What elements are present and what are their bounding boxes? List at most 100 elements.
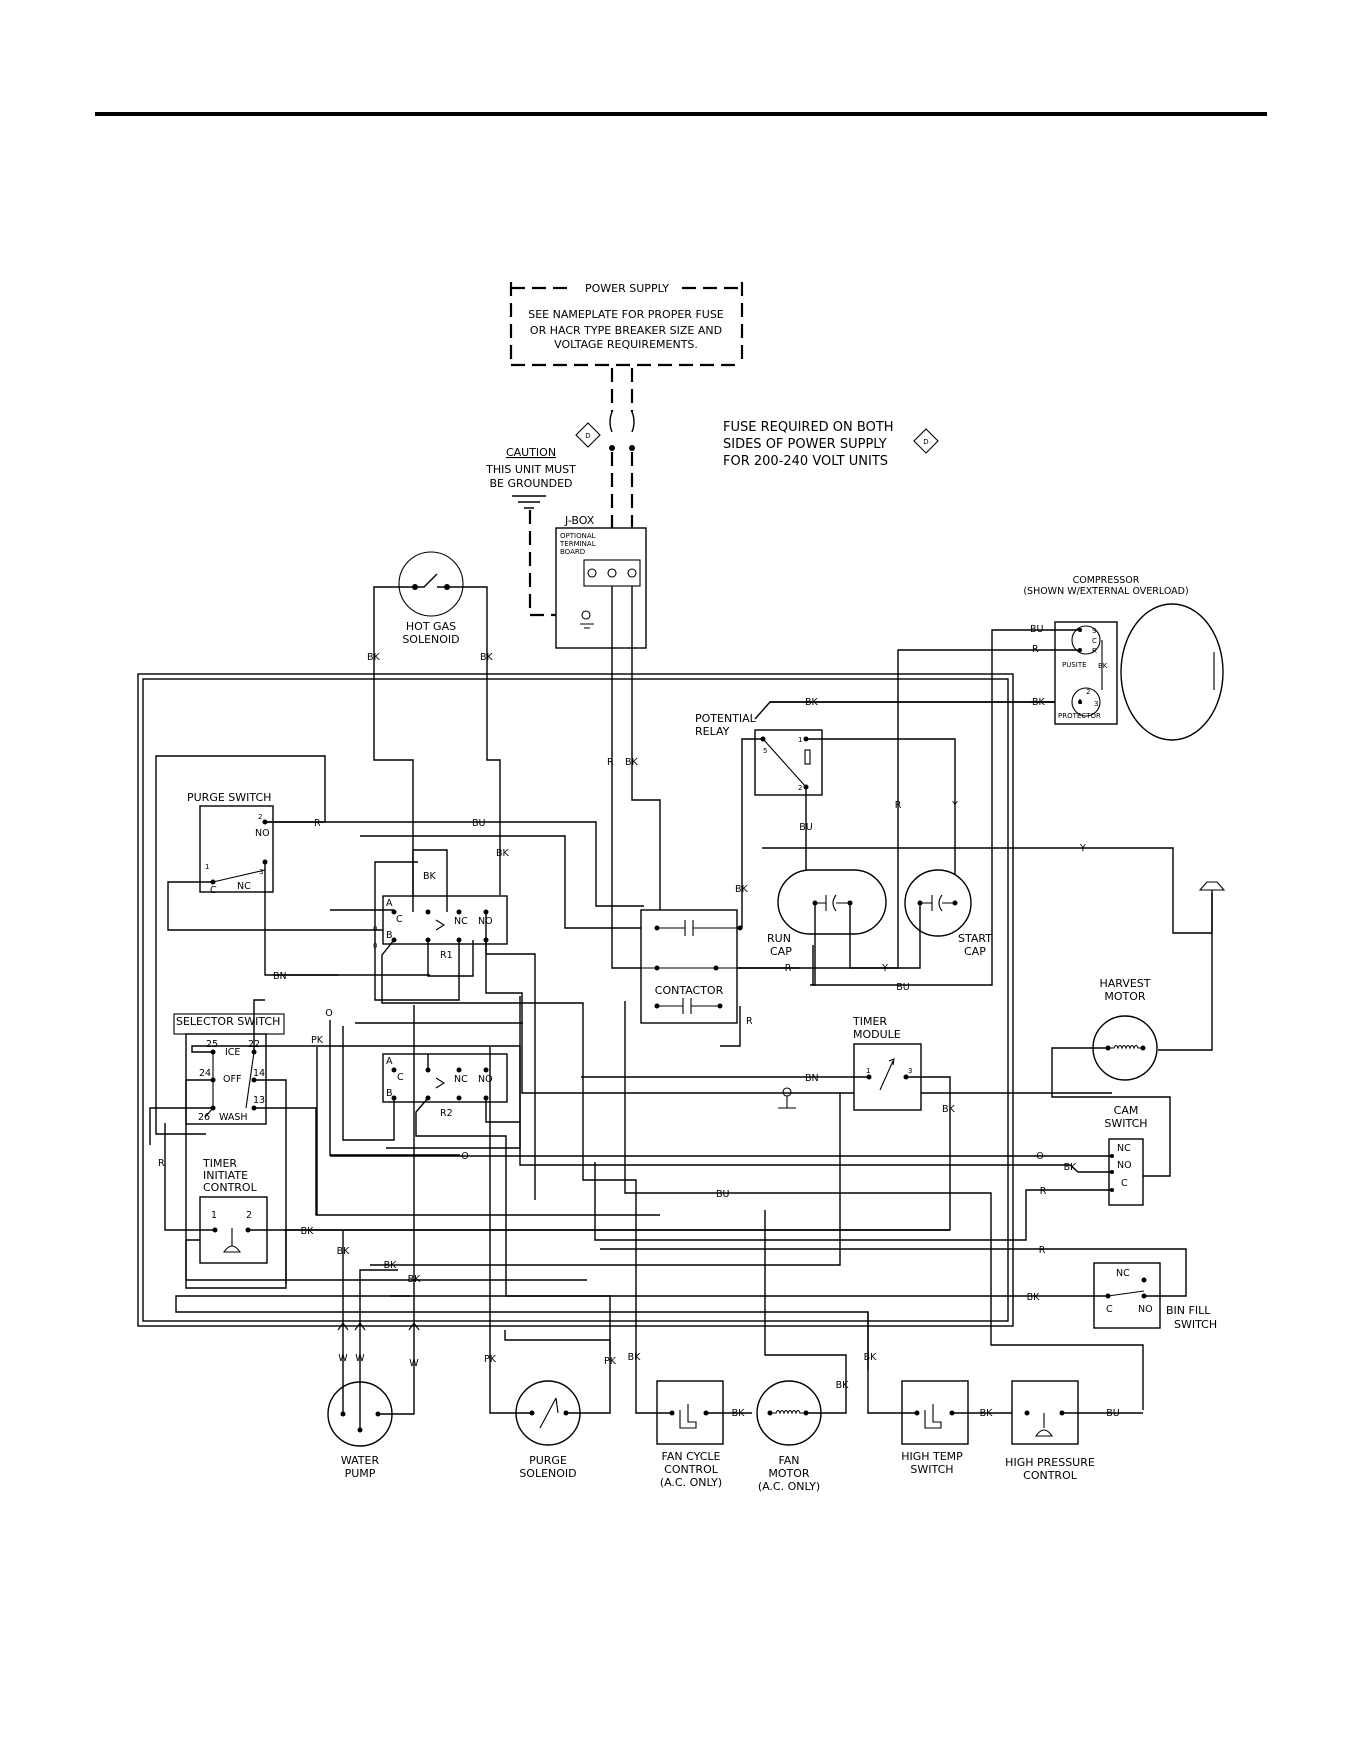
svg-text:CAP: CAP	[770, 945, 792, 958]
svg-text:BK: BK	[864, 1352, 878, 1363]
svg-text:POTENTIAL: POTENTIAL	[695, 712, 757, 725]
svg-text:A: A	[386, 1056, 393, 1067]
timer-module: TIMER MODULE 1 3	[852, 1015, 922, 1111]
contactor: CONTACTOR R	[640, 909, 753, 1047]
svg-text:R: R	[158, 1158, 165, 1169]
svg-text:BK: BK	[628, 1352, 642, 1363]
power-supply-note-3: VOLTAGE REQUIREMENTS.	[554, 338, 698, 351]
svg-text:BU: BU	[472, 818, 486, 829]
fuse-note-line-2: SIDES OF POWER SUPPLY	[723, 437, 887, 452]
svg-text:PUMP: PUMP	[345, 1467, 376, 1480]
svg-text:MODULE: MODULE	[853, 1028, 901, 1041]
svg-text:START: START	[958, 932, 992, 945]
svg-text:PURGE SWITCH: PURGE SWITCH	[187, 791, 271, 804]
svg-text:C: C	[396, 914, 403, 925]
j-box-title: J-BOX	[564, 514, 595, 527]
svg-text:BK: BK	[337, 1246, 351, 1257]
potential-relay: POTENTIAL RELAY 5 1 2 BU R Y BK	[695, 712, 958, 929]
svg-text:C: C	[1092, 637, 1097, 645]
svg-text:R: R	[895, 800, 902, 811]
svg-text:O: O	[1036, 1151, 1043, 1162]
svg-text:CONTACTOR: CONTACTOR	[655, 984, 724, 997]
svg-text:NO: NO	[1117, 1160, 1132, 1171]
svg-text:2: 2	[798, 784, 802, 792]
svg-text:NO: NO	[478, 1074, 493, 1085]
svg-text:BN: BN	[273, 971, 287, 982]
svg-text:BK: BK	[980, 1408, 994, 1419]
svg-text:BK: BK	[408, 1274, 422, 1285]
svg-text:BK: BK	[1027, 1292, 1041, 1303]
caution-note: CAUTION THIS UNIT MUST BE GROUNDED	[485, 446, 576, 617]
svg-text:BK: BK	[384, 1260, 398, 1271]
svg-text:RUN: RUN	[767, 932, 791, 945]
fan-cycle-control: FAN CYCLE CONTROL (A.C. ONLY)	[656, 1380, 724, 1489]
svg-text:HIGH PRESSURE: HIGH PRESSURE	[1005, 1456, 1095, 1469]
svg-text:SWITCH: SWITCH	[1104, 1117, 1147, 1130]
power-leads	[609, 368, 635, 530]
svg-text:CAP: CAP	[964, 945, 986, 958]
svg-text:NC: NC	[454, 916, 468, 927]
harvest-motor-connector	[1158, 881, 1226, 1051]
svg-text:13: 13	[253, 1095, 265, 1106]
svg-text:A: A	[386, 898, 393, 909]
svg-text:3: 3	[908, 1067, 912, 1075]
svg-text:NC: NC	[454, 1074, 468, 1085]
svg-text:NC: NC	[1117, 1143, 1131, 1154]
svg-text:SOLENOID: SOLENOID	[519, 1467, 576, 1480]
svg-text:R: R	[1092, 647, 1097, 655]
svg-text:BU: BU	[1106, 1408, 1120, 1419]
high-pressure-control: HIGH PRESSURE CONTROL	[1005, 1380, 1095, 1482]
relay-r2: A C B NC NO R2	[382, 1053, 508, 1119]
svg-text:BU: BU	[896, 982, 910, 993]
power-supply-note-1: SEE NAMEPLATE FOR PROPER FUSE	[528, 308, 724, 321]
svg-text:HARVEST: HARVEST	[1099, 977, 1150, 990]
svg-text:OFF: OFF	[223, 1074, 241, 1085]
fuse-marker-left: D	[575, 422, 601, 448]
svg-text:OPTIONAL: OPTIONAL	[560, 532, 596, 540]
svg-text:24: 24	[199, 1068, 211, 1079]
fuse-note: FUSE REQUIRED ON BOTH SIDES OF POWER SUP…	[723, 420, 939, 469]
svg-text:BK: BK	[1064, 1162, 1078, 1173]
svg-text:R: R	[746, 1016, 753, 1027]
svg-text:B: B	[386, 1088, 393, 1099]
svg-text:WATER: WATER	[341, 1454, 380, 1467]
svg-text:O: O	[461, 1151, 468, 1162]
svg-text:HOT GAS: HOT GAS	[406, 620, 456, 633]
svg-text:MOTOR: MOTOR	[1104, 990, 1146, 1003]
svg-text:FAN: FAN	[778, 1454, 799, 1467]
svg-text:BK: BK	[1098, 662, 1108, 670]
svg-text:CONTROL: CONTROL	[1023, 1469, 1078, 1482]
svg-text:BK: BK	[836, 1380, 850, 1391]
svg-text:2: 2	[246, 1210, 252, 1221]
svg-text:BN: BN	[805, 1073, 819, 1084]
svg-text:TIMER: TIMER	[852, 1015, 887, 1028]
svg-text:O: O	[325, 1008, 332, 1019]
purge-switch: PURGE SWITCH 2 NO 1 C 3 NC	[187, 791, 274, 896]
svg-text:BK: BK	[423, 871, 437, 882]
svg-text:1: 1	[211, 1210, 217, 1221]
svg-text:PROTECTOR: PROTECTOR	[1058, 712, 1101, 720]
fan-motor: FAN MOTOR (A.C. ONLY)	[756, 1380, 822, 1493]
fuse-note-line-1: FUSE REQUIRED ON BOTH	[723, 420, 894, 435]
caution-line-1: THIS UNIT MUST	[485, 463, 576, 476]
svg-text:D: D	[585, 432, 590, 440]
svg-text:Y: Y	[951, 800, 958, 811]
svg-text:CONTROL: CONTROL	[203, 1181, 258, 1194]
svg-text:BK: BK	[735, 884, 749, 895]
svg-text:Y: Y	[1079, 843, 1086, 854]
svg-text:R: R	[1040, 1186, 1047, 1197]
svg-text:BK: BK	[367, 652, 381, 663]
svg-text:HIGH TEMP: HIGH TEMP	[901, 1450, 963, 1463]
svg-text:R2: R2	[440, 1108, 453, 1119]
bin-fill-switch: NC C NO BIN FILL SWITCH	[1093, 1262, 1217, 1331]
svg-text:NC: NC	[1116, 1268, 1130, 1279]
svg-text:SELECTOR SWITCH: SELECTOR SWITCH	[176, 1015, 280, 1028]
svg-text:BK: BK	[301, 1226, 315, 1237]
svg-text:BK: BK	[496, 848, 510, 859]
svg-text:NO: NO	[1138, 1304, 1153, 1315]
svg-text:BK: BK	[732, 1408, 746, 1419]
svg-text:PK: PK	[604, 1356, 617, 1367]
relay-r1: A C B NC NO R1 0 0	[373, 895, 508, 961]
svg-text:BOARD: BOARD	[560, 548, 585, 556]
